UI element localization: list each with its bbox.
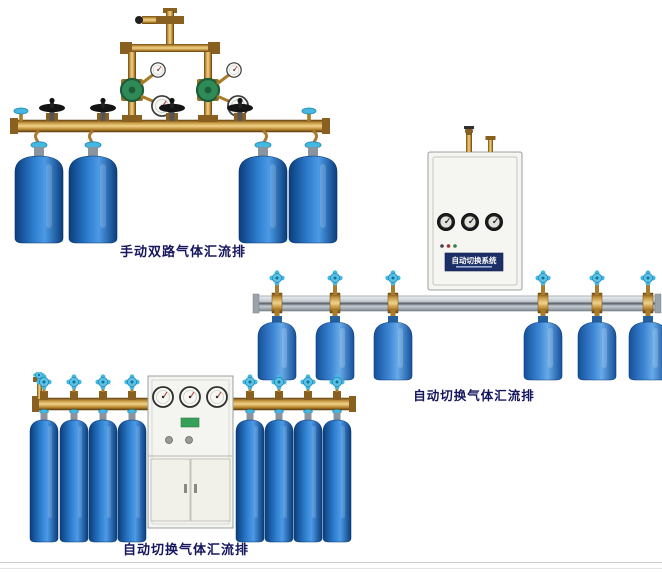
inlet-riser xyxy=(32,372,46,399)
valve-handle-blue xyxy=(241,373,259,391)
valve-handle-blue xyxy=(588,269,606,287)
cabinet-top-fittings xyxy=(464,126,496,152)
indicator-light xyxy=(440,244,444,248)
pressure-regulator-right xyxy=(195,72,234,105)
door-handle xyxy=(184,484,187,493)
gas-cylinder xyxy=(59,409,89,543)
cabinet-gauge xyxy=(461,213,479,231)
cabinet-gauge xyxy=(206,386,228,408)
gas-cylinder xyxy=(628,315,662,381)
valve-handle-blue xyxy=(299,373,317,391)
cabinet-gauge xyxy=(152,386,174,408)
valve-knob-blue xyxy=(301,107,317,122)
valve-handle-blue xyxy=(384,269,402,287)
cabinet-nameplate: 自动切换系统 xyxy=(444,252,504,272)
gas-cylinder xyxy=(293,409,323,543)
gas-cylinder xyxy=(117,409,147,543)
page-bottom-border-secondary xyxy=(0,568,662,569)
main-manifold-pipe xyxy=(10,115,330,134)
door-handle xyxy=(194,484,197,493)
valve-handle-blue xyxy=(326,269,344,287)
control-cabinet: 自动切换系统 xyxy=(427,126,523,291)
illustration-manual-dual-manifold xyxy=(10,8,338,244)
cabinet-gauge xyxy=(485,213,503,231)
manual-shutoff-valves xyxy=(39,97,253,121)
caption-auto-switch-wall: 自动切换气体汇流排 xyxy=(413,389,535,403)
valve-handle-blue xyxy=(270,373,288,391)
control-cabinet xyxy=(147,375,234,529)
cabinet-door-right xyxy=(190,458,231,522)
valve-handwheel xyxy=(39,97,65,121)
valve-handle-blue xyxy=(328,373,346,391)
valve-handle-blue xyxy=(94,373,112,391)
caption-manual-dual-manifold: 手动双路气体汇流排 xyxy=(119,244,246,259)
station-valves xyxy=(35,373,346,400)
cabinet-green-label xyxy=(180,417,200,428)
gas-cylinder xyxy=(14,141,64,244)
gas-cylinder xyxy=(235,409,265,543)
illustration-auto-switch-manifold-wall: 自动切换系统 xyxy=(252,126,662,381)
indicator-light xyxy=(446,244,451,248)
cabinet-nameplate-text: 自动切换系统 xyxy=(452,255,497,265)
gas-cylinder xyxy=(68,141,118,244)
gas-cylinder xyxy=(322,409,352,543)
valve-handle-blue xyxy=(534,269,552,287)
gas-cylinder xyxy=(577,315,617,381)
gas-cylinder xyxy=(315,315,355,381)
manifold-rail xyxy=(252,293,662,314)
cabinet-knob xyxy=(185,436,193,444)
inlet-header-pipework xyxy=(120,8,220,122)
gas-cylinder xyxy=(373,315,413,381)
valve-handle-blue xyxy=(65,373,83,391)
indicator-light xyxy=(453,244,457,248)
cabinet-door-left xyxy=(150,458,191,522)
valve-handle-blue xyxy=(639,269,657,287)
pressure-gauge xyxy=(150,62,166,78)
gas-cylinder xyxy=(523,315,563,381)
caption-auto-switch-cabinet: 自动切换气体汇流排 xyxy=(122,542,249,557)
illustration-auto-switch-manifold-cabinet xyxy=(29,372,356,543)
cabinet-gauge xyxy=(179,386,201,408)
pressure-regulator-left xyxy=(119,72,158,105)
gas-cylinder xyxy=(257,315,297,381)
valve-handle-blue xyxy=(123,373,141,391)
valve-handle-blue xyxy=(268,269,286,287)
valve-handwheel xyxy=(90,97,116,121)
gas-cylinder xyxy=(29,409,59,543)
cabinet-knob xyxy=(165,436,173,444)
cabinet-gauge xyxy=(437,213,455,231)
gas-cylinder xyxy=(88,409,118,543)
gas-cylinder xyxy=(264,409,294,543)
inlet-valve-lever xyxy=(135,16,143,24)
page-bottom-border xyxy=(0,562,662,563)
pressure-gauge xyxy=(226,62,242,78)
